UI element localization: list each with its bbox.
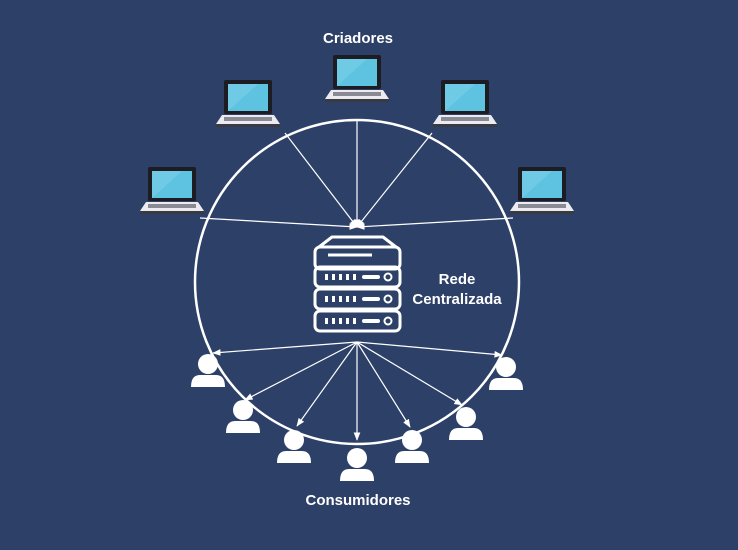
network-label-line2: Centralizada (412, 291, 502, 308)
laptop-icon (510, 167, 574, 214)
network-label: Rede Centralizada (402, 270, 512, 310)
edge-hub-to-consumer (244, 341, 358, 401)
edge-hub-to-consumer (296, 341, 358, 427)
edge-hub-to-consumer (356, 341, 463, 406)
server-icon (313, 235, 402, 333)
edge-hub-to-consumer (356, 341, 411, 428)
user-icon (395, 430, 429, 463)
laptop-icon (325, 55, 389, 102)
consumers-title: Consumidores (305, 492, 411, 509)
user-icon (226, 400, 260, 433)
laptop-icon (140, 167, 204, 214)
network-label-line1: Rede (438, 271, 476, 288)
edge-creator-to-hub (284, 132, 358, 228)
laptop-icon (433, 80, 497, 127)
edge-creator-to-hub (199, 217, 358, 230)
edge-hub-to-consumer (356, 341, 503, 358)
laptop-icon (216, 80, 280, 127)
edge-hub-to-consumer (212, 341, 358, 356)
edge-creator-to-hub (356, 132, 433, 228)
user-icon (489, 357, 523, 390)
edge-creator-to-hub (356, 217, 514, 230)
creators-title: Criadores (322, 30, 394, 47)
user-icon (340, 448, 374, 481)
